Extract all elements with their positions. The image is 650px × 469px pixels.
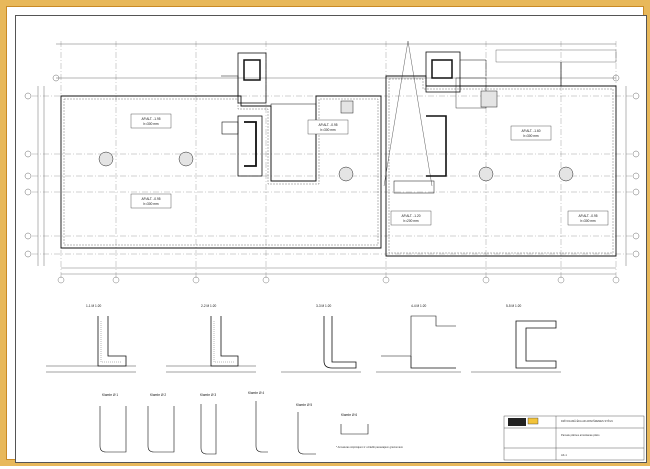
pile-markers <box>98 90 574 182</box>
section-5: 5-5 M 1:20 <box>471 304 561 373</box>
svg-text:3-3 M 1:20: 3-3 M 1:20 <box>316 304 331 308</box>
svg-text:2-2 M 1:20: 2-2 M 1:20 <box>201 304 216 308</box>
plan-label: AP.ALT. -0.95 h=300 mm <box>130 193 172 209</box>
svg-text:Klambr Ø 4: Klambr Ø 4 <box>248 391 264 395</box>
dimension-bottom <box>57 267 620 284</box>
svg-text:h=200 mm: h=200 mm <box>403 219 418 223</box>
plan-label: AP.ALT. -0.95 h=300 mm <box>307 119 349 135</box>
svg-text:h=300 mm: h=300 mm <box>143 202 158 206</box>
rebar-detail: Klambr Ø 4 <box>248 391 268 453</box>
svg-text:AP.ALT. -0.95: AP.ALT. -0.95 <box>141 197 160 201</box>
svg-text:4-4 M 1:20: 4-4 M 1:20 <box>411 304 426 308</box>
foundation-plan <box>24 40 640 284</box>
sections: 1-1 M 1:20 2-2 M 1:20 3-3 M 1:20 <box>46 304 561 373</box>
svg-text:h=300 mm: h=300 mm <box>580 219 595 223</box>
rebar-detail: Klambr Ø 1 <box>99 393 127 453</box>
svg-text:Klambr Ø 2: Klambr Ø 2 <box>150 393 166 397</box>
rebar-detail: Klambr Ø 3 <box>200 393 216 455</box>
svg-text:Klambr Ø 3: Klambr Ø 3 <box>200 393 216 397</box>
svg-text:Klambr Ø 6: Klambr Ø 6 <box>341 413 357 417</box>
section-1: 1-1 M 1:20 <box>46 304 136 373</box>
plan-label: AP.ALT. -0.95 h=300 mm <box>567 210 609 226</box>
company-logo-mark <box>527 417 539 425</box>
svg-text:AP.ALT. -1.60: AP.ALT. -1.60 <box>521 129 540 133</box>
plan-label: AP.ALT. -1.95 h=300 mm <box>130 113 172 129</box>
section-3: 3-3 M 1:20 <box>281 304 361 373</box>
svg-text:AP.ALT. -0.95: AP.ALT. -0.95 <box>578 214 597 218</box>
svg-text:Pamatu plātnes armēšanas plāns: Pamatu plātnes armēšanas plāns <box>561 433 600 437</box>
plan-label: AP.ALT. -1.60 h=300 mm <box>510 125 552 141</box>
drawing-canvas: AP.ALT. -1.95 h=300 mm AP.ALT. -0.95 h=3… <box>24 40 645 461</box>
svg-text:h=300 mm: h=300 mm <box>143 122 158 126</box>
svg-text:AP.ALT. -0.95: AP.ALT. -0.95 <box>318 123 337 127</box>
svg-text:AK-1: AK-1 <box>561 453 567 457</box>
title-block: DZĪVOJAMĀ ĒKA AR APAKŠZEMES STĀVU Pamatu… <box>503 415 645 461</box>
plan-label: AP.ALT. -1.20 h=200 mm <box>390 210 432 226</box>
svg-text:1-1 M 1:20: 1-1 M 1:20 <box>86 304 101 308</box>
svg-text:Klambr Ø 1: Klambr Ø 1 <box>102 393 118 397</box>
svg-text:Klambr Ø 5: Klambr Ø 5 <box>296 403 312 407</box>
rebar-detail: Klambr Ø 5 <box>296 403 316 455</box>
rebar-detail: Klambr Ø 6 <box>340 413 369 435</box>
rebar-detail: Klambr Ø 2 <box>147 393 175 453</box>
grid-axis-top <box>52 43 620 82</box>
section-2: 2-2 M 1:20 <box>166 304 256 373</box>
svg-text:DZĪVOJAMĀ ĒKA AR APAKŠZEMES ST: DZĪVOJAMĀ ĒKA AR APAKŠZEMES STĀVU <box>561 418 613 423</box>
svg-text:AP.ALT. -1.95: AP.ALT. -1.95 <box>141 117 160 121</box>
rebar-details: Klambr Ø 1 Klambr Ø 2 Klambr Ø 3 Klambr … <box>99 391 403 455</box>
svg-text:h=300 mm: h=300 mm <box>320 128 335 132</box>
drawing-sheet: AP.ALT. -1.95 h=300 mm AP.ALT. -0.95 h=3… <box>15 15 647 463</box>
drawing-note: * Armaturas stiprinājumi ir uzrādīti par… <box>336 445 403 449</box>
company-logo <box>508 418 526 426</box>
svg-text:h=300 mm: h=300 mm <box>523 134 538 138</box>
svg-text:5-5 M 1:20: 5-5 M 1:20 <box>506 304 521 308</box>
svg-text:AP.ALT. -1.20: AP.ALT. -1.20 <box>401 214 420 218</box>
section-4: 4-4 M 1:20 <box>376 304 461 373</box>
plan-labels: AP.ALT. -1.95 h=300 mm AP.ALT. -0.95 h=3… <box>130 113 609 226</box>
